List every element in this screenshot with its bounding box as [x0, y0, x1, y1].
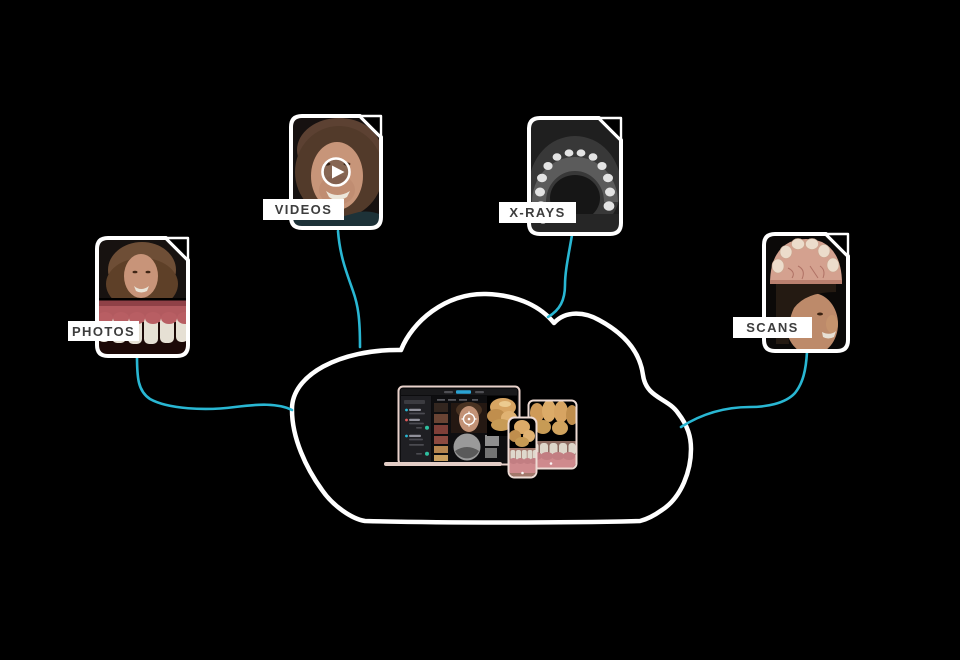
scans-label: SCANS [733, 317, 812, 338]
connector-scans [679, 350, 809, 429]
app-top-bar [401, 389, 517, 395]
gold-teeth-3d-model [487, 396, 517, 436]
xrays-label-text: X-RAYS [509, 205, 566, 220]
videos-label: VIDEOS [263, 199, 344, 220]
app-main-area [432, 396, 517, 462]
face-target-icon [461, 411, 477, 427]
folded-corner-icon [358, 114, 383, 139]
folded-corner-icon [824, 232, 850, 258]
connector-videos [336, 229, 362, 349]
connector-photos [135, 354, 294, 412]
real-teeth-photo [509, 448, 536, 477]
videos-label-text: VIDEOS [274, 202, 333, 217]
laptop-base [384, 462, 502, 466]
camera-dot-icon [521, 471, 524, 475]
folded-corner-icon [164, 236, 190, 262]
face-3d-scan [776, 284, 838, 351]
thumbnail-strip [434, 403, 448, 461]
photos-label: PHOTOS [68, 321, 139, 341]
photos-label-text: PHOTOS [71, 323, 136, 339]
app-sidebar [401, 396, 431, 462]
portrait-photo [97, 238, 188, 310]
active-tab[interactable] [456, 390, 471, 394]
card-outline [527, 116, 623, 236]
tablet-teeth-preview [527, 399, 578, 470]
scans-label-text: SCANS [746, 320, 799, 335]
phone-teeth-preview [507, 416, 538, 479]
card-outline [762, 232, 850, 353]
card-outline [289, 114, 383, 230]
folded-corner-icon [597, 116, 623, 142]
patient-face-panel [451, 402, 487, 433]
laptop-dental-software [397, 385, 521, 467]
play-icon[interactable] [321, 157, 351, 187]
xray-panels [453, 433, 499, 461]
card-outline [95, 236, 190, 358]
gold-teeth-row [509, 420, 535, 447]
connector-xrays [546, 233, 574, 319]
videos-card [289, 114, 383, 230]
tablet-screen [529, 401, 576, 468]
cloud-outline [289, 291, 694, 525]
gold-teeth-row [530, 401, 576, 435]
phone-screen [509, 420, 536, 477]
xrays-label: X-RAYS [499, 202, 576, 223]
camera-dot-icon [549, 462, 553, 465]
